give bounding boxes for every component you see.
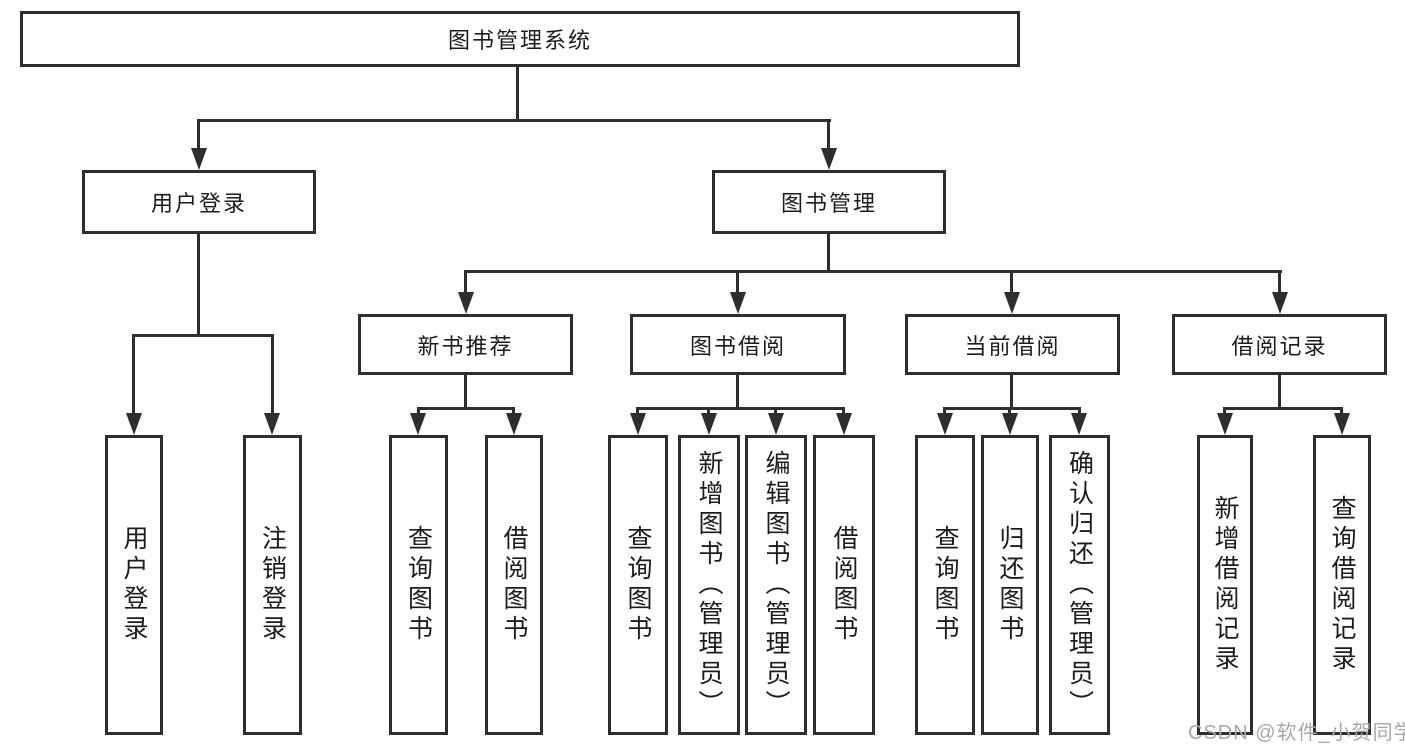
node-new-book-recommend: 新书推荐	[358, 314, 573, 375]
connector-drop-book-borrow	[736, 270, 739, 295]
arrowhead-borrow-books-1	[506, 413, 522, 435]
arrowhead-add-record	[1217, 413, 1233, 435]
node-current-borrow: 当前借阅	[905, 314, 1120, 375]
connector-drop-book-management	[827, 119, 830, 150]
node-book-borrow: 图书借阅	[630, 314, 846, 375]
arrowhead-query-books-3	[937, 413, 953, 435]
connector-book-borrow-bar	[637, 407, 845, 410]
leaf-query-books-2: 查询图书	[608, 435, 668, 735]
leaf-query-borrow-record: 查询借阅记录	[1313, 435, 1371, 735]
watermark: CSDN @软件_小贺同学	[1188, 722, 1405, 744]
node-borrow-records: 借阅记录	[1172, 314, 1387, 375]
leaf-borrow-books-1: 借阅图书	[485, 435, 543, 735]
connector-book-mgmt-bar	[465, 270, 1282, 273]
connector-drop-borrow-books-1	[512, 407, 515, 416]
arrowhead-current-borrow	[1004, 292, 1020, 314]
arrowhead-return-books	[1002, 413, 1018, 435]
connector-drop-return-books	[1008, 407, 1011, 416]
connector-drop-edit-book	[774, 407, 777, 416]
leaf-return-books: 归还图书	[981, 435, 1039, 735]
arrowhead-add-book	[701, 413, 717, 435]
connector-borrow-records-stem	[1278, 375, 1281, 410]
leaf-confirm-return-admin: 确认归还（管理员）	[1049, 435, 1110, 735]
connector-root-bar	[198, 119, 831, 122]
arrowhead-borrow-books-2	[836, 413, 852, 435]
leaf-add-book-admin: 新增图书（管理员）	[678, 435, 740, 735]
arrowhead-edit-book	[768, 413, 784, 435]
node-user-login: 用户登录	[82, 170, 316, 234]
connector-drop-query-books-1	[417, 407, 420, 416]
connector-drop-current-borrow	[1010, 270, 1013, 295]
connector-drop-confirm-return	[1078, 407, 1081, 416]
arrowhead-leaf-logout	[264, 413, 280, 435]
connector-user-login-stem	[197, 234, 200, 337]
arrowhead-borrow-records	[1272, 292, 1288, 314]
connector-drop-query-books-2	[636, 407, 639, 416]
leaf-borrow-books-2: 借阅图书	[813, 435, 875, 735]
connector-drop-query-record	[1340, 407, 1343, 416]
connector-drop-query-books-3	[943, 407, 946, 416]
arrowhead-confirm-return	[1071, 413, 1087, 435]
connector-drop-borrow-books-2	[842, 407, 845, 416]
connector-borrow-records-bar	[1224, 407, 1343, 410]
arrowhead-user-login	[191, 148, 207, 170]
leaf-query-books-1: 查询图书	[389, 435, 448, 735]
connector-current-borrow-stem	[1010, 375, 1013, 410]
arrowhead-leaf-user-login	[126, 413, 142, 435]
arrowhead-new-book-recommend	[458, 292, 474, 314]
arrowhead-query-record	[1334, 413, 1350, 435]
connector-drop-borrow-records	[1278, 270, 1281, 295]
leaf-add-borrow-record: 新增借阅记录	[1197, 435, 1253, 735]
connector-drop-leaf-user-login	[132, 334, 135, 415]
connector-drop-add-book	[707, 407, 710, 416]
connector-drop-user-login	[197, 119, 200, 150]
node-root: 图书管理系统	[20, 11, 1020, 67]
leaf-user-login: 用户登录	[105, 435, 163, 735]
arrowhead-query-books-1	[410, 413, 426, 435]
leaf-logout: 注销登录	[243, 435, 302, 735]
arrowhead-book-borrow	[730, 292, 746, 314]
arrowhead-query-books-2	[630, 413, 646, 435]
connector-new-book-stem	[464, 375, 467, 410]
leaf-edit-book-admin: 编辑图书（管理员）	[745, 435, 807, 735]
leaf-query-books-3: 查询图书	[915, 435, 975, 735]
connector-drop-leaf-logout	[271, 334, 274, 415]
connector-current-borrow-bar	[944, 407, 1080, 410]
connector-drop-add-record	[1223, 407, 1226, 416]
connector-user-login-bar	[133, 334, 274, 337]
connector-root-stem	[516, 67, 519, 121]
connector-drop-new-book-recommend	[464, 270, 467, 295]
connector-book-borrow-stem	[736, 375, 739, 410]
arrowhead-book-management	[821, 148, 837, 170]
connector-book-mgmt-stem	[827, 234, 830, 273]
node-book-management: 图书管理	[712, 170, 946, 234]
connector-new-book-bar	[417, 407, 515, 410]
